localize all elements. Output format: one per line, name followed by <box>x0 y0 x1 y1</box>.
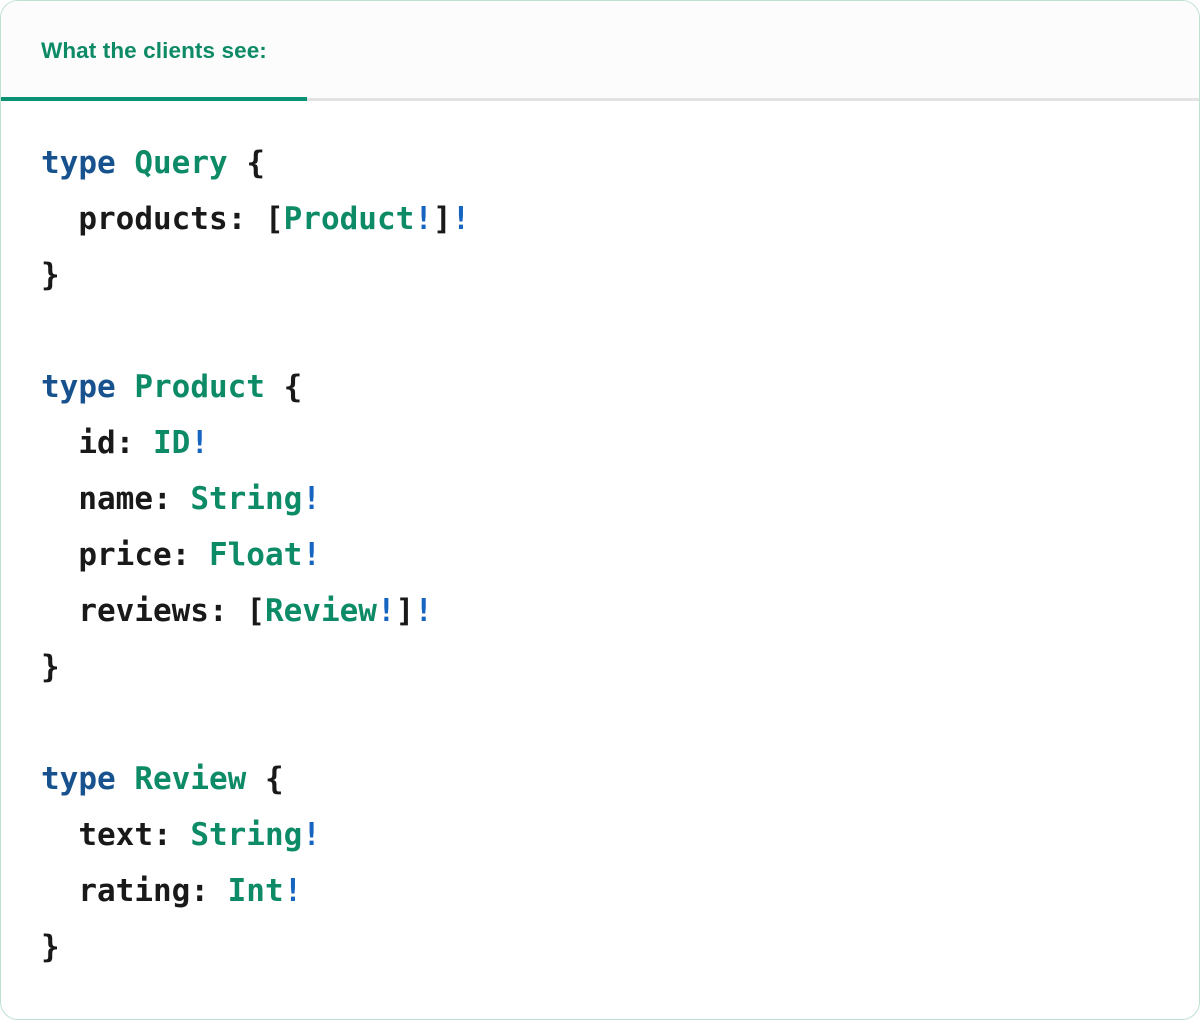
code-line <box>41 303 1159 359</box>
code-pane: type Query { products: [Product!]!} type… <box>1 101 1199 975</box>
code-token-type: Float <box>208 537 303 573</box>
code-token-pun: [ <box>264 201 284 237</box>
code-token-bang: ! <box>190 425 209 461</box>
code-token-pun: { <box>246 145 265 181</box>
tab-bar: What the clients see: <box>1 1 1199 101</box>
code-token-pun: : <box>208 593 247 629</box>
code-token-fld: reviews <box>41 593 209 629</box>
code-token-pun <box>116 369 135 405</box>
code-line: type Review { <box>41 751 1159 807</box>
code-token-fld: products <box>41 201 228 237</box>
code-token-bang: ! <box>283 873 303 909</box>
code-line <box>41 695 1159 751</box>
code-token-kw: type <box>41 369 116 405</box>
code-token-pun: ] <box>432 201 452 237</box>
code-token-type: String <box>190 817 303 853</box>
code-token-bang: ! <box>302 481 321 517</box>
code-token-pun: { <box>264 761 284 797</box>
code-token-type: Product <box>134 369 265 405</box>
code-token-pun <box>246 761 265 797</box>
code-token-pun: : <box>227 201 265 237</box>
code-line: products: [Product!]! <box>41 191 1159 247</box>
code-token-pun <box>265 369 284 405</box>
code-token-fld: rating <box>41 873 191 909</box>
code-token-fld: price <box>41 537 172 573</box>
code-token-fld: name <box>41 481 153 517</box>
code-token-pun: : <box>152 817 191 853</box>
code-token-pun: : <box>190 873 228 909</box>
code-line: id: ID! <box>41 415 1159 471</box>
code-token-pun: } <box>41 257 60 293</box>
code-token-fld: text <box>41 817 153 853</box>
code-token-type: Product <box>283 201 415 237</box>
code-token-pun: } <box>41 649 60 685</box>
code-token-type: String <box>190 481 303 517</box>
code-line: text: String! <box>41 807 1159 863</box>
code-token-pun: { <box>283 369 303 405</box>
code-token-bang: ! <box>302 817 321 853</box>
code-token-type: Query <box>134 145 228 181</box>
code-token-pun: : <box>115 425 153 461</box>
code-line: } <box>41 639 1159 695</box>
code-line: type Product { <box>41 359 1159 415</box>
code-line: } <box>41 247 1159 303</box>
code-token-pun: : <box>152 481 191 517</box>
code-token-type: Review <box>134 761 247 797</box>
code-token-type: Int <box>227 873 284 909</box>
code-token-pun <box>228 145 247 181</box>
code-token-pun: : <box>171 537 209 573</box>
code-token-pun: } <box>41 929 60 965</box>
code-token-type: Review <box>264 593 377 629</box>
code-line: rating: Int! <box>41 863 1159 919</box>
code-line: type Query { <box>41 135 1159 191</box>
code-token-bang: ! <box>376 593 396 629</box>
code-token-kw: type <box>41 761 116 797</box>
code-token-pun: ] <box>395 593 415 629</box>
code-line: reviews: [Review!]! <box>41 583 1159 639</box>
tab-what-the-clients-see[interactable]: What the clients see: <box>1 1 307 101</box>
code-token-pun: [ <box>246 593 265 629</box>
code-token-bang: ! <box>451 201 471 237</box>
code-token-kw: type <box>41 145 116 181</box>
code-token-bang: ! <box>414 201 433 237</box>
graphql-schema-code[interactable]: type Query { products: [Product!]!} type… <box>41 135 1159 975</box>
tab-label: What the clients see: <box>41 38 267 63</box>
code-line: price: Float! <box>41 527 1159 583</box>
code-token-fld: id <box>41 425 116 461</box>
code-line: } <box>41 919 1159 975</box>
code-token-bang: ! <box>414 593 433 629</box>
code-line: name: String! <box>41 471 1159 527</box>
code-token-type: ID <box>152 425 191 461</box>
code-token-bang: ! <box>302 537 321 573</box>
code-token-pun <box>116 145 135 181</box>
code-token-pun <box>116 761 135 797</box>
